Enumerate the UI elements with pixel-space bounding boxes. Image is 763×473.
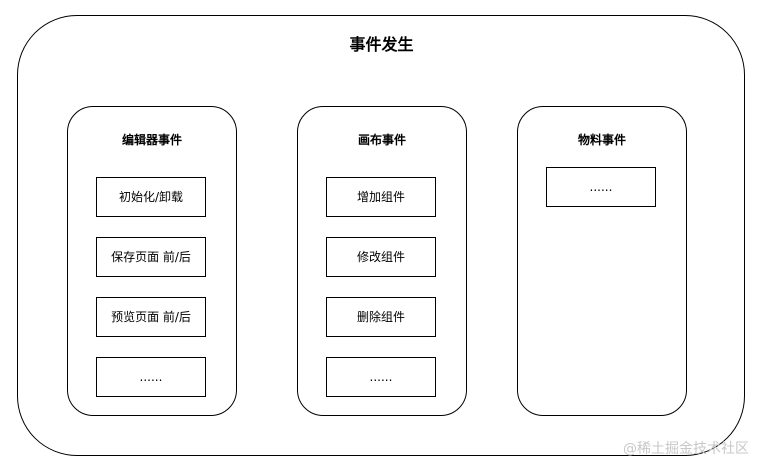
editor-event-save-page: 保存页面 前/后 xyxy=(96,237,206,277)
canvas-event-edit-component: 修改组件 xyxy=(326,237,436,277)
diagram-title: 事件发生 xyxy=(349,35,414,54)
editor-event-preview-page: 预览页面 前/后 xyxy=(96,297,206,337)
canvas-events-title: 画布事件 xyxy=(357,133,406,147)
material-events-title: 物料事件 xyxy=(577,133,626,147)
editor-events-group: 编辑器事件 初始化/卸载 保存页面 前/后 预览页面 前/后 ...... xyxy=(67,106,237,416)
canvas-event-more: ...... xyxy=(326,357,436,397)
canvas-event-delete-component: 删除组件 xyxy=(326,297,436,337)
canvas-events-group: 画布事件 增加组件 修改组件 删除组件 ...... xyxy=(297,106,467,416)
editor-event-init-unload: 初始化/卸载 xyxy=(96,177,206,217)
watermark-text: @稀土掘金技术社区 xyxy=(623,441,749,457)
material-event-more: ...... xyxy=(546,167,656,207)
editor-events-title: 编辑器事件 xyxy=(121,133,182,147)
editor-event-more: ...... xyxy=(96,357,206,397)
canvas-event-add-component: 增加组件 xyxy=(326,177,436,217)
material-events-group: 物料事件 ...... xyxy=(517,106,687,416)
